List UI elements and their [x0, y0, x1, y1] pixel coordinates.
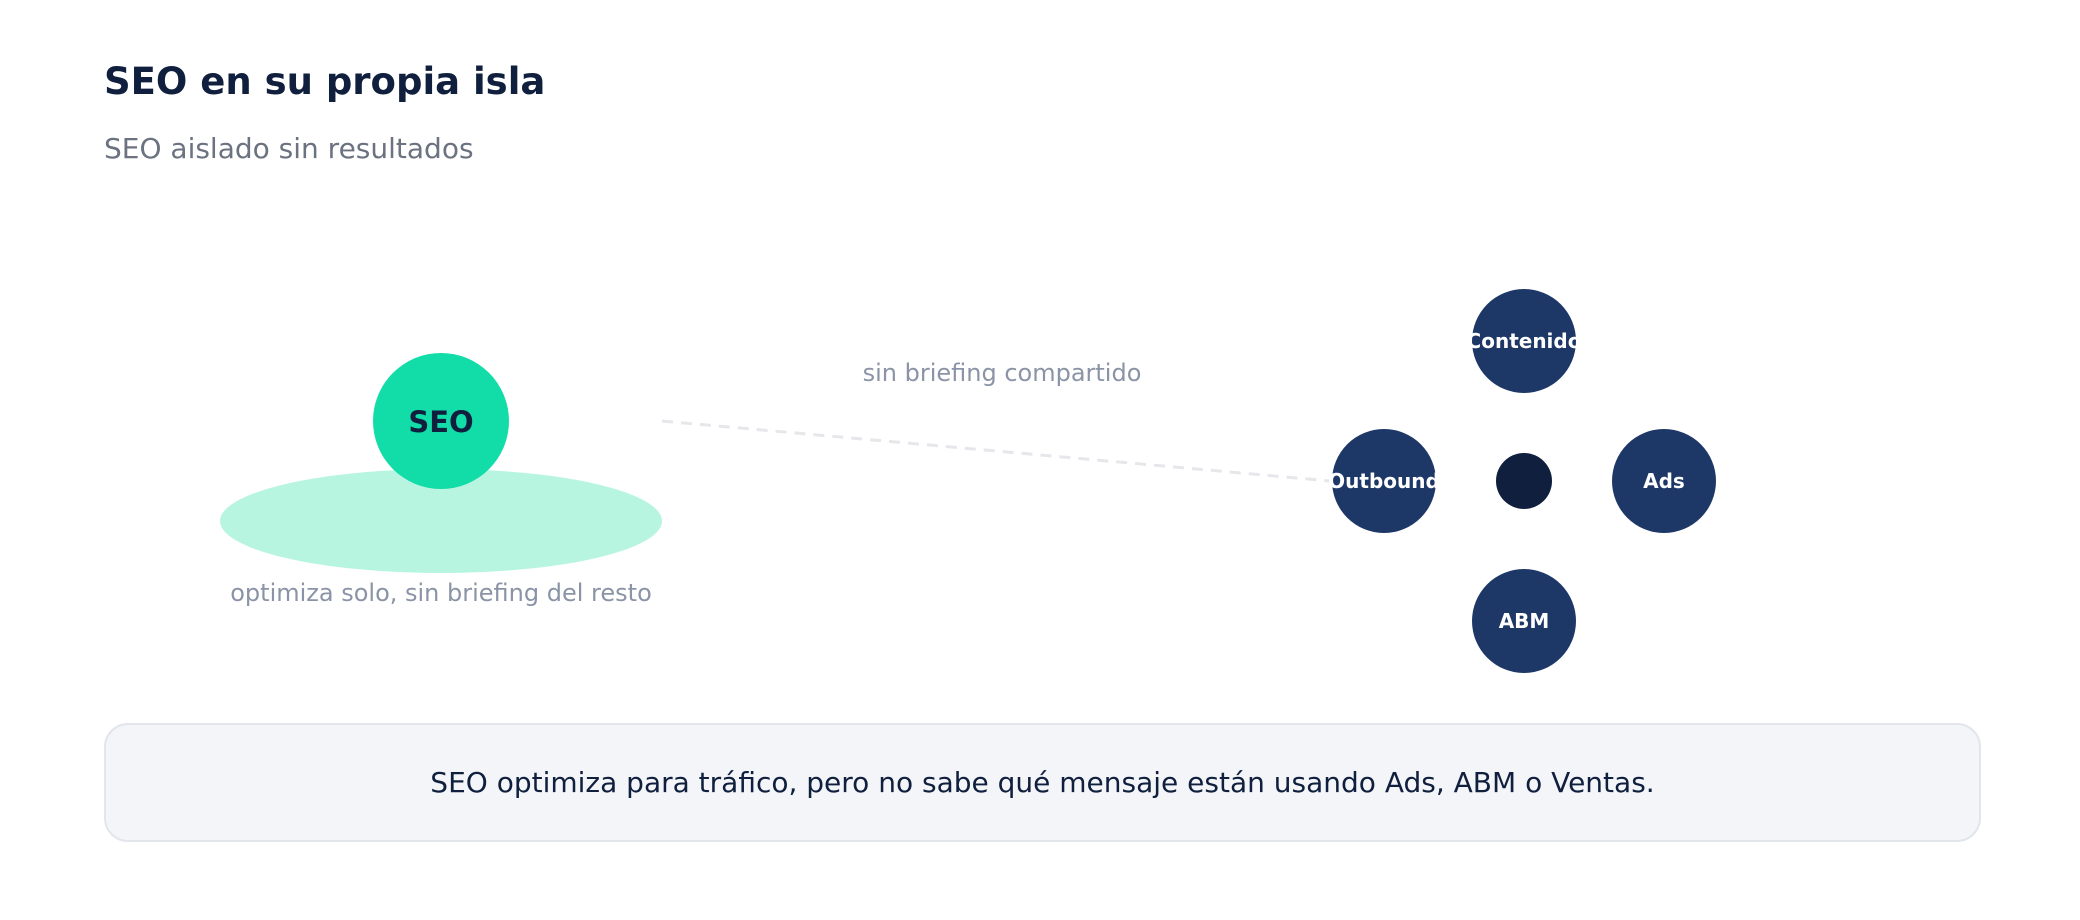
- cluster-hub: [1496, 453, 1552, 509]
- seo-node: [373, 353, 509, 489]
- cluster-node-contenido: [1472, 289, 1576, 393]
- cluster-node-abm: [1472, 569, 1576, 673]
- callout-text: SEO optimiza para tráfico, pero no sabe …: [430, 766, 1655, 799]
- cluster-node-outbound: [1332, 429, 1436, 533]
- cluster-node-outbound-label: Outbound: [1328, 469, 1440, 493]
- cluster-node-contenido-label: Contenido: [1467, 329, 1582, 353]
- insight-callout: SEO optimiza para tráfico, pero no sabe …: [104, 723, 1981, 842]
- seo-node-label: SEO: [408, 405, 473, 439]
- connector-label: sin briefing compartido: [863, 359, 1142, 387]
- page-title: SEO en su propia isla: [104, 60, 546, 103]
- cluster-node-abm-label: ABM: [1499, 609, 1550, 633]
- disconnected-line: [661, 419, 1331, 483]
- cluster-node-ads: [1612, 429, 1716, 533]
- island-ellipse: [220, 469, 662, 573]
- cluster-node-ads-label: Ads: [1643, 469, 1685, 493]
- page-subtitle: SEO aislado sin resultados: [104, 132, 474, 165]
- island-caption: optimiza solo, sin briefing del resto: [230, 579, 652, 607]
